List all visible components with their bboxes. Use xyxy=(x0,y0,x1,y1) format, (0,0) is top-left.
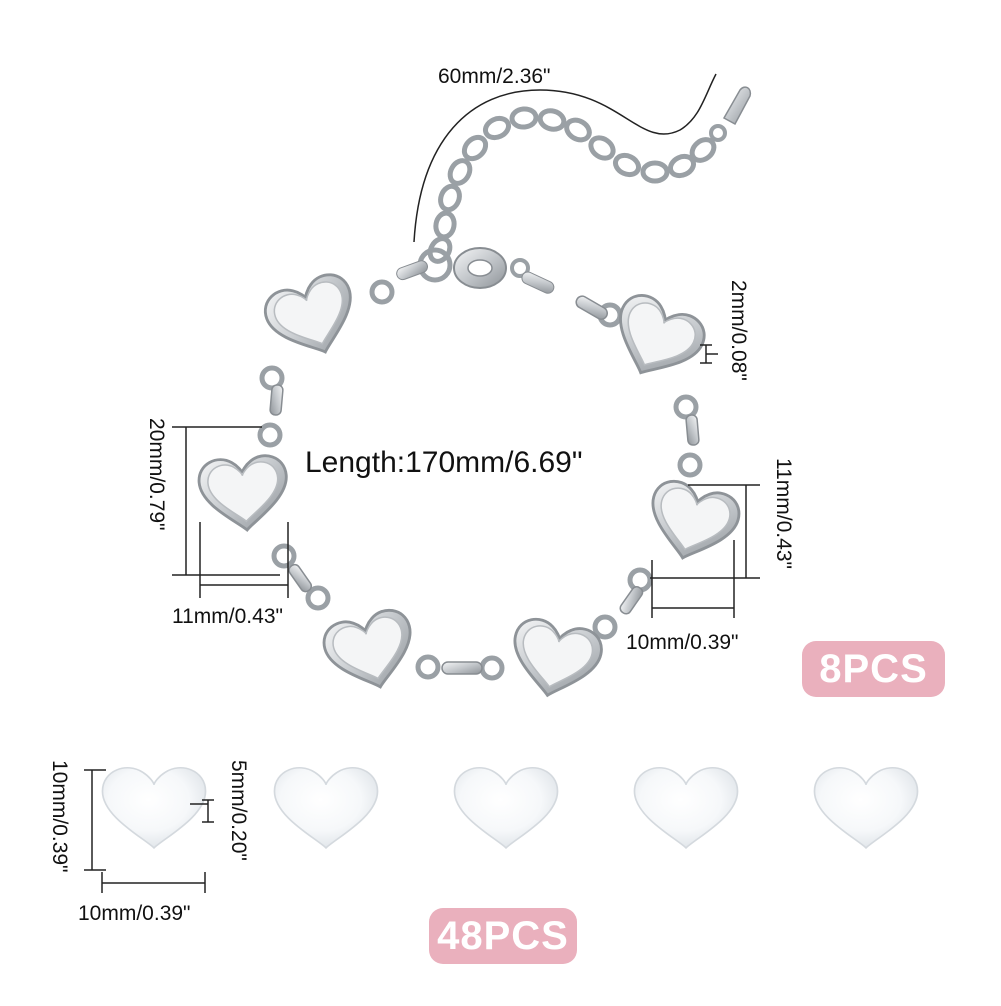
glass-cabochon xyxy=(813,766,919,849)
bracelet-quantity-badge: 8PCS xyxy=(802,641,945,697)
tray-height-label: 11mm/0.43" xyxy=(772,458,795,569)
heart-setting xyxy=(317,604,424,700)
length-label: Length:170mm/6.69" xyxy=(305,446,583,479)
cabochon-dimension-lines xyxy=(84,769,214,893)
cabochon-quantity-badge: 48PCS xyxy=(429,908,577,964)
heart-setting xyxy=(503,613,607,706)
heart-setting xyxy=(639,475,746,571)
tray-width-label: 10mm/0.39" xyxy=(626,631,739,654)
lobster-clasp xyxy=(396,247,555,294)
cabochon-height-label: 10mm/0.39" xyxy=(48,760,71,873)
rim-thickness-label: 2mm/0.08" xyxy=(727,280,750,381)
cabochon-width-label: 10mm/0.39" xyxy=(78,902,191,925)
extender-length-label: 60mm/2.36" xyxy=(438,65,551,88)
glass-cabochon xyxy=(633,766,739,849)
extender-chain xyxy=(427,106,717,264)
extender-dimension-line xyxy=(413,73,717,243)
setting-width-label: 11mm/0.43" xyxy=(172,605,283,628)
heart-setting xyxy=(599,287,713,393)
heart-setting xyxy=(195,452,293,536)
glass-cabochon xyxy=(273,766,379,849)
dimension-lines xyxy=(172,344,760,618)
setting-height-label: 20mm/0.79" xyxy=(145,418,168,531)
glass-cabochon xyxy=(453,766,559,849)
connector-bars xyxy=(269,295,700,675)
glass-cabochon xyxy=(101,766,207,849)
cabochon-depth-label: 5mm/0.20" xyxy=(227,760,250,861)
chain-drop-tip xyxy=(709,86,752,142)
heart-setting xyxy=(258,267,368,369)
